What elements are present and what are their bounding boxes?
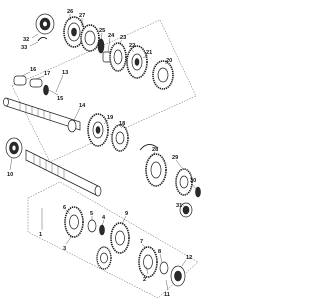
callout-17: 17	[44, 71, 50, 77]
leader-lines	[9, 14, 198, 291]
callout-28: 28	[152, 147, 158, 153]
main-shaft	[3, 97, 81, 131]
callout-11: 11	[164, 292, 170, 298]
assembly-boundary-upper	[11, 19, 197, 163]
gear-9	[110, 222, 130, 254]
callout-7: 7	[140, 239, 143, 245]
gear-19	[87, 113, 109, 147]
callout-31: 31	[176, 203, 182, 209]
bush-17	[29, 78, 43, 88]
callout-25: 25	[99, 28, 105, 34]
callout-4: 4	[102, 215, 106, 221]
washer-8	[159, 261, 169, 275]
gear-18	[111, 124, 129, 152]
callout-10: 10	[7, 172, 13, 178]
callout-30: 30	[190, 178, 196, 184]
callout-24: 24	[108, 33, 115, 39]
callout-27: 27	[79, 13, 85, 19]
callout-29: 29	[172, 155, 178, 161]
callout-5: 5	[90, 211, 93, 217]
callout-15: 15	[57, 96, 63, 102]
bearing-31	[179, 202, 193, 218]
callout-8: 8	[158, 249, 161, 255]
callout-13: 13	[62, 70, 68, 76]
bearing-12	[170, 265, 186, 287]
washer-4	[99, 224, 105, 236]
callout-12: 12	[186, 255, 192, 261]
counter-shaft	[25, 149, 102, 197]
callout-32: 32	[23, 37, 29, 43]
gear-large	[63, 16, 85, 48]
spring-clip	[139, 144, 159, 151]
part-callouts: 26 27 32 33 25 24 23 22 21 20 16 17 13 1…	[7, 9, 196, 298]
callout-3: 3	[63, 246, 66, 252]
transmission-exploded-diagram: 26 27 32 33 25 24 23 22 21 20 16 17 13 1…	[3, 9, 201, 299]
callout-9: 9	[125, 211, 128, 217]
callout-33: 33	[21, 45, 27, 51]
callout-26: 26	[67, 9, 73, 15]
gear-23	[109, 42, 127, 72]
thrust-washer	[97, 38, 105, 54]
callout-20: 20	[166, 58, 172, 64]
collar	[43, 84, 49, 96]
circlip	[37, 36, 48, 42]
gear-medium	[80, 24, 100, 52]
washer-14	[67, 119, 77, 133]
callout-19: 19	[107, 115, 113, 121]
gear-22	[126, 45, 148, 79]
washer-5	[87, 219, 97, 233]
gear-2	[96, 246, 112, 270]
callout-22: 22	[129, 43, 135, 49]
bearing-10	[5, 137, 23, 159]
callout-21: 21	[146, 50, 152, 56]
lower-axle-group	[5, 137, 201, 299]
upper-axle-group	[3, 13, 197, 163]
gear-7	[138, 246, 158, 278]
gear-28	[145, 153, 167, 187]
callout-1: 1	[39, 232, 42, 238]
gear-3	[64, 206, 84, 238]
gear-20	[152, 60, 174, 90]
callout-23: 23	[120, 35, 126, 41]
bearing	[35, 13, 55, 35]
callout-6: 6	[63, 205, 66, 211]
bush-16	[13, 75, 27, 86]
callout-16: 16	[30, 67, 36, 73]
callout-18: 18	[119, 121, 125, 127]
callout-14: 14	[79, 103, 86, 109]
washer-30	[195, 186, 201, 198]
gear-29	[175, 168, 193, 196]
callout-2: 2	[143, 277, 146, 283]
